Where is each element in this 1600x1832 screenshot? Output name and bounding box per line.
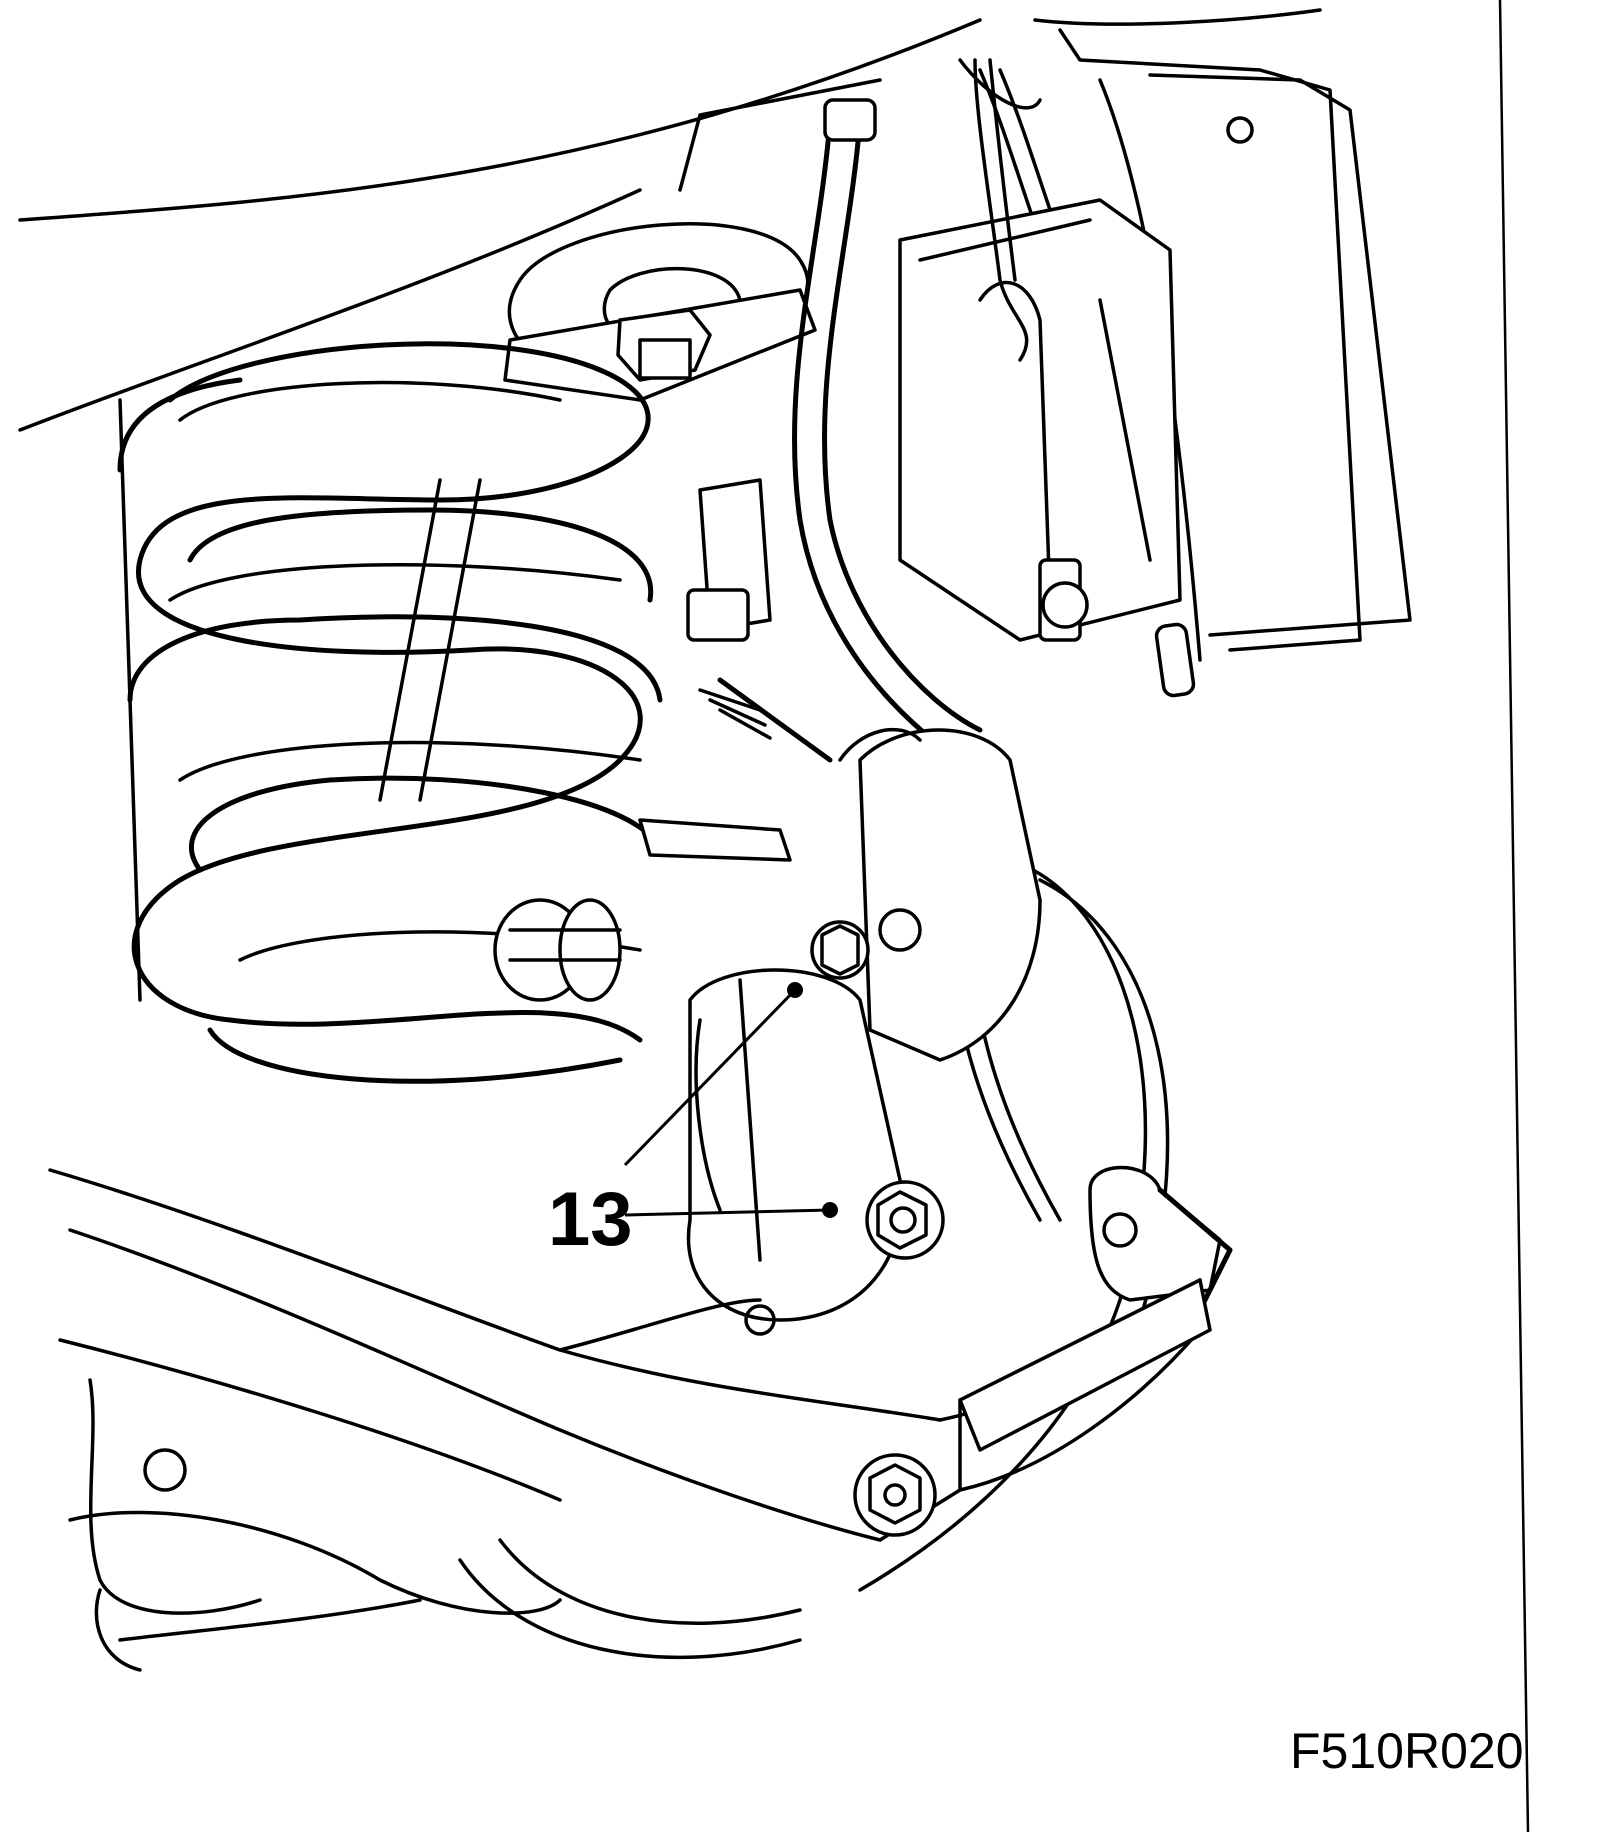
spring-top-mount [503,222,817,402]
bolt-upper [810,920,870,980]
figure-code: F510R020 [1290,1723,1524,1779]
knuckle-upper [686,198,1182,642]
shock-absorber [118,398,482,1002]
bolt-lower [865,1180,945,1260]
control-arm-bolt [853,1453,937,1537]
wheel-hub [838,727,1042,1062]
subframe [68,1378,562,1672]
callout-label: 13 [548,1177,633,1262]
sensor-bracket [1088,1165,1233,1313]
callout-leader-lines [623,982,838,1218]
bushing [493,898,622,1002]
brake-hose [791,68,1082,763]
page-border-line [1498,0,1530,1832]
coil-spring [117,341,663,1084]
knuckle-lower [686,968,903,1336]
tie-rod [638,677,833,862]
lower-control-arm [48,1168,1212,1542]
